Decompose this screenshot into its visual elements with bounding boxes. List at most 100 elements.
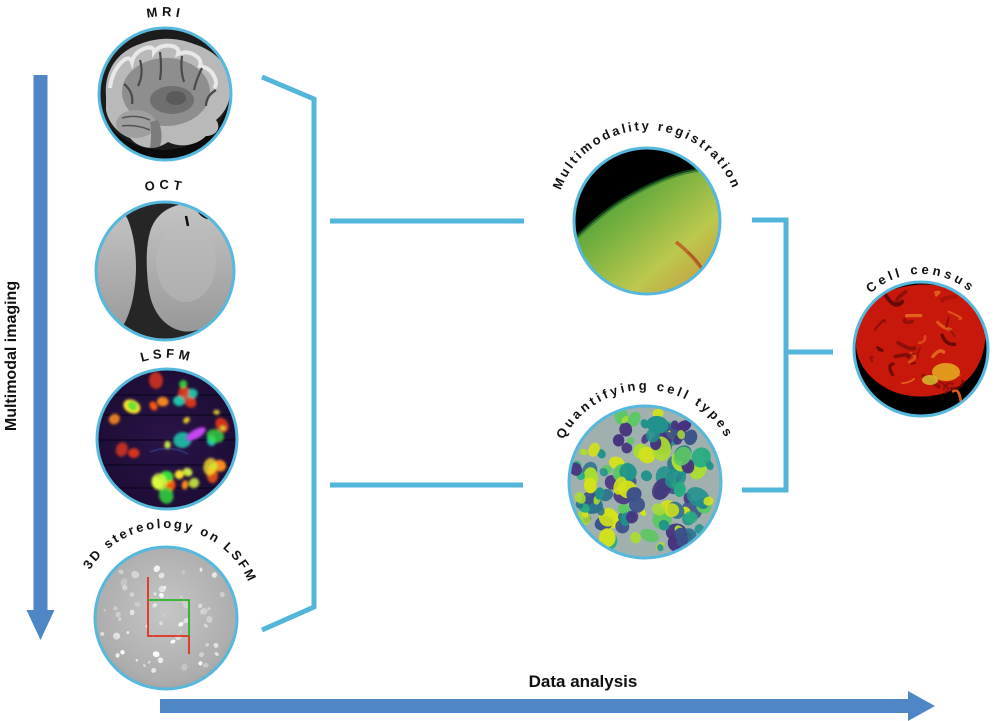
texture-blob bbox=[179, 380, 188, 389]
texture-blob bbox=[676, 420, 692, 433]
texture-blob bbox=[640, 470, 653, 482]
texture-blob bbox=[627, 411, 641, 427]
lsfm-image bbox=[97, 369, 237, 509]
cell-types-circle-border bbox=[567, 404, 723, 560]
mri-label: MRI bbox=[146, 4, 185, 21]
texture-blob bbox=[629, 496, 645, 513]
texture-blob bbox=[115, 653, 120, 658]
texture-blob bbox=[630, 532, 641, 544]
texture-blob bbox=[115, 611, 121, 618]
texture-blob bbox=[574, 491, 586, 504]
registration-image bbox=[574, 148, 720, 294]
texture-blob bbox=[612, 434, 625, 447]
texture-blob bbox=[164, 440, 171, 450]
texture-blob bbox=[198, 661, 203, 666]
texture-squiggle bbox=[934, 290, 941, 297]
texture-blob bbox=[664, 503, 680, 518]
stereology-image bbox=[95, 547, 237, 689]
texture-blob bbox=[684, 429, 698, 446]
cell-types-image bbox=[569, 406, 721, 558]
texture-squiggle bbox=[910, 361, 917, 365]
texture-squiggle bbox=[949, 379, 965, 391]
texture-blob bbox=[640, 528, 659, 543]
texture-blob bbox=[162, 614, 166, 617]
multimodal-imaging-axis: Multimodal imaging bbox=[3, 75, 55, 640]
texture-blob bbox=[652, 408, 664, 419]
texture-blob bbox=[613, 476, 627, 495]
texture-blob bbox=[596, 506, 605, 516]
texture-blob bbox=[134, 601, 141, 607]
texture-blob bbox=[183, 416, 190, 424]
texture-blob bbox=[213, 409, 220, 415]
texture-blob bbox=[619, 463, 637, 481]
node-lsfm: LSFM bbox=[95, 346, 239, 511]
texture-blob bbox=[118, 617, 122, 621]
texture-squiggle bbox=[916, 347, 921, 359]
texture-blob bbox=[151, 667, 157, 673]
connectors bbox=[260, 74, 833, 633]
node-cell-types: Quantifying cell types bbox=[553, 378, 734, 560]
texture-squiggle bbox=[940, 294, 958, 303]
texture-blob bbox=[599, 468, 608, 477]
texture-blob bbox=[691, 447, 711, 468]
texture-blob bbox=[219, 425, 226, 431]
cell-census-circle-border bbox=[852, 280, 990, 418]
texture-blob bbox=[183, 617, 189, 624]
mri-image bbox=[99, 28, 231, 160]
texture-blob bbox=[579, 449, 588, 456]
texture-blob bbox=[684, 511, 698, 524]
oct-label: OCT bbox=[144, 177, 187, 194]
texture-blob bbox=[181, 663, 188, 671]
cell-census-image bbox=[854, 282, 988, 416]
texture-blob bbox=[677, 430, 686, 440]
texture-blob bbox=[657, 544, 664, 552]
texture-blob bbox=[621, 416, 629, 424]
texture-blob bbox=[202, 662, 209, 668]
texture-blob bbox=[158, 585, 166, 593]
texture-blob bbox=[203, 457, 218, 476]
texture-blob bbox=[182, 467, 193, 477]
texture-blob bbox=[206, 616, 213, 623]
texture-blob bbox=[113, 635, 118, 640]
stereology-circle-border bbox=[93, 545, 239, 691]
texture-blob bbox=[149, 401, 158, 411]
texture-squiggle bbox=[931, 349, 946, 359]
lsfm-label: LSFM bbox=[139, 346, 195, 365]
texture-blob bbox=[198, 652, 205, 658]
texture-squiggle bbox=[883, 293, 905, 307]
texture-blob bbox=[645, 428, 660, 443]
texture-blob bbox=[129, 592, 135, 597]
down-arrow bbox=[26, 75, 55, 640]
texture-blob bbox=[211, 572, 218, 578]
texture-blob bbox=[127, 401, 138, 411]
texture-blob bbox=[158, 486, 174, 504]
texture-blob bbox=[120, 650, 125, 655]
node-registration: Multimodality registration bbox=[549, 118, 742, 296]
oct-image bbox=[96, 202, 234, 340]
texture-blob bbox=[178, 622, 184, 627]
texture-blob bbox=[128, 448, 140, 459]
registration-circle-border bbox=[572, 146, 722, 296]
texture-blob bbox=[153, 565, 161, 573]
texture-blob bbox=[122, 584, 128, 591]
texture-blob bbox=[214, 652, 219, 656]
texture-blob bbox=[159, 621, 163, 626]
census-gyri-squiggles bbox=[869, 289, 965, 403]
texture-blob bbox=[153, 592, 157, 596]
texture-blob bbox=[673, 482, 686, 497]
texture-blob bbox=[594, 487, 605, 500]
texture-squiggle bbox=[873, 318, 886, 331]
texture-squiggle bbox=[936, 320, 953, 332]
data-analysis-label: Data analysis bbox=[529, 672, 638, 691]
texture-blob bbox=[625, 510, 639, 524]
texture-blob bbox=[147, 660, 151, 664]
texture-squiggle bbox=[942, 381, 955, 391]
texture-blob bbox=[158, 572, 165, 579]
texture-blob bbox=[673, 446, 692, 466]
texture-blob bbox=[627, 437, 635, 445]
texture-blob bbox=[213, 642, 219, 648]
counting-frame-red-lines bbox=[147, 577, 190, 654]
right-arrow bbox=[160, 691, 935, 721]
